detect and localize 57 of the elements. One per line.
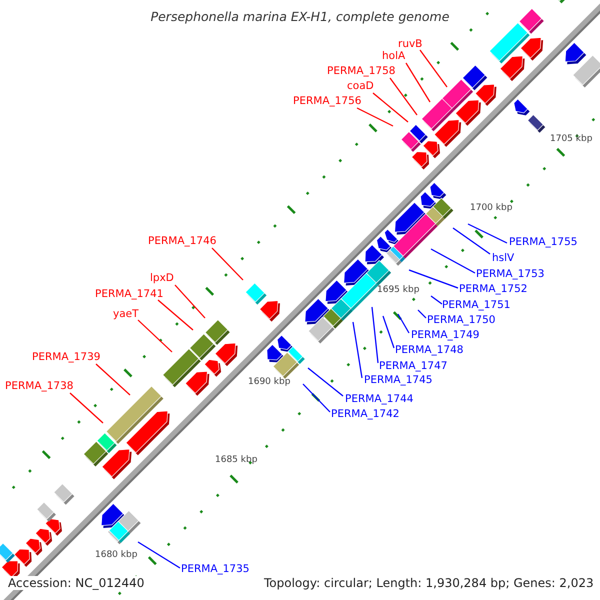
- gene-label: PERMA_1758: [327, 66, 396, 76]
- leader-line: [352, 322, 363, 378]
- scale-label: 1680 kbp: [95, 551, 138, 560]
- gene-label: PERMA_1741: [95, 289, 164, 300]
- scale-label: 1685 kbp: [215, 456, 258, 465]
- leader-line: [371, 306, 379, 364]
- gene-label: PERMA_1751: [442, 300, 510, 310]
- scale-label: 1705 kbp: [550, 135, 592, 144]
- gene-label: PERMA_1753: [476, 269, 544, 280]
- gene-label: PERMA_1745: [364, 375, 432, 386]
- leader-line: [174, 284, 206, 318]
- genome-info-text: Topology: circular; Length: 1,930,284 bp; Genes: 2,023: [262, 576, 596, 590]
- gene-label: hslV: [492, 253, 514, 264]
- gene-label: PERMA_1752: [459, 284, 528, 294]
- leader-line: [356, 107, 394, 127]
- gene-label: PERMA_1748: [395, 345, 464, 356]
- leader-line: [70, 392, 104, 424]
- leader-line: [138, 320, 172, 352]
- leader-line: [468, 223, 508, 244]
- gene-label: coaD: [347, 81, 374, 92]
- leader-line: [158, 300, 194, 330]
- leader-line: [212, 248, 244, 280]
- leader-line: [405, 62, 431, 102]
- gene-label: PERMA_1746: [148, 236, 216, 246]
- leader-line: [372, 92, 408, 122]
- scale-label: 1690 kbp: [248, 378, 290, 387]
- leader-line: [418, 310, 426, 318]
- leader-line: [308, 368, 344, 396]
- gene-label: holA: [382, 51, 406, 62]
- gene-label: PERMA_1755: [509, 237, 578, 248]
- gene-label: PERMA_1747: [379, 361, 448, 372]
- gene-label: lpxD: [150, 273, 174, 284]
- gene-label: PERMA_1738: [5, 381, 74, 392]
- leader-line: [430, 296, 442, 304]
- accession-text: Accession: NC_012440: [6, 576, 146, 590]
- leader-line: [397, 314, 410, 334]
- gene-label: PERMA_1749: [411, 330, 480, 340]
- leader-line: [430, 248, 476, 274]
- leader-line: [420, 50, 448, 88]
- scale-label: 1695 kbp: [377, 286, 420, 295]
- scale-label: 1700 kbp: [470, 204, 512, 213]
- leader-line: [302, 384, 330, 412]
- gene-label: PERMA_1735: [181, 564, 250, 574]
- leader-line: [382, 316, 395, 348]
- leader-line: [138, 541, 180, 569]
- gene-label: PERMA_1742: [331, 409, 400, 420]
- gene-label: PERMA_1744: [345, 394, 414, 404]
- leader-line: [390, 78, 418, 116]
- gene-label: ruvB: [398, 39, 422, 50]
- leader-line: [408, 269, 458, 289]
- leader-line: [96, 364, 130, 396]
- gene-label: yaeT: [113, 309, 139, 320]
- title: Persephonella marina EX-H1, complete genome: [150, 11, 450, 24]
- gene-label: PERMA_1750: [427, 315, 496, 326]
- gene-label: PERMA_1739: [32, 352, 100, 362]
- gene-label: PERMA_1756: [293, 96, 362, 106]
- leader-line: [452, 228, 490, 254]
